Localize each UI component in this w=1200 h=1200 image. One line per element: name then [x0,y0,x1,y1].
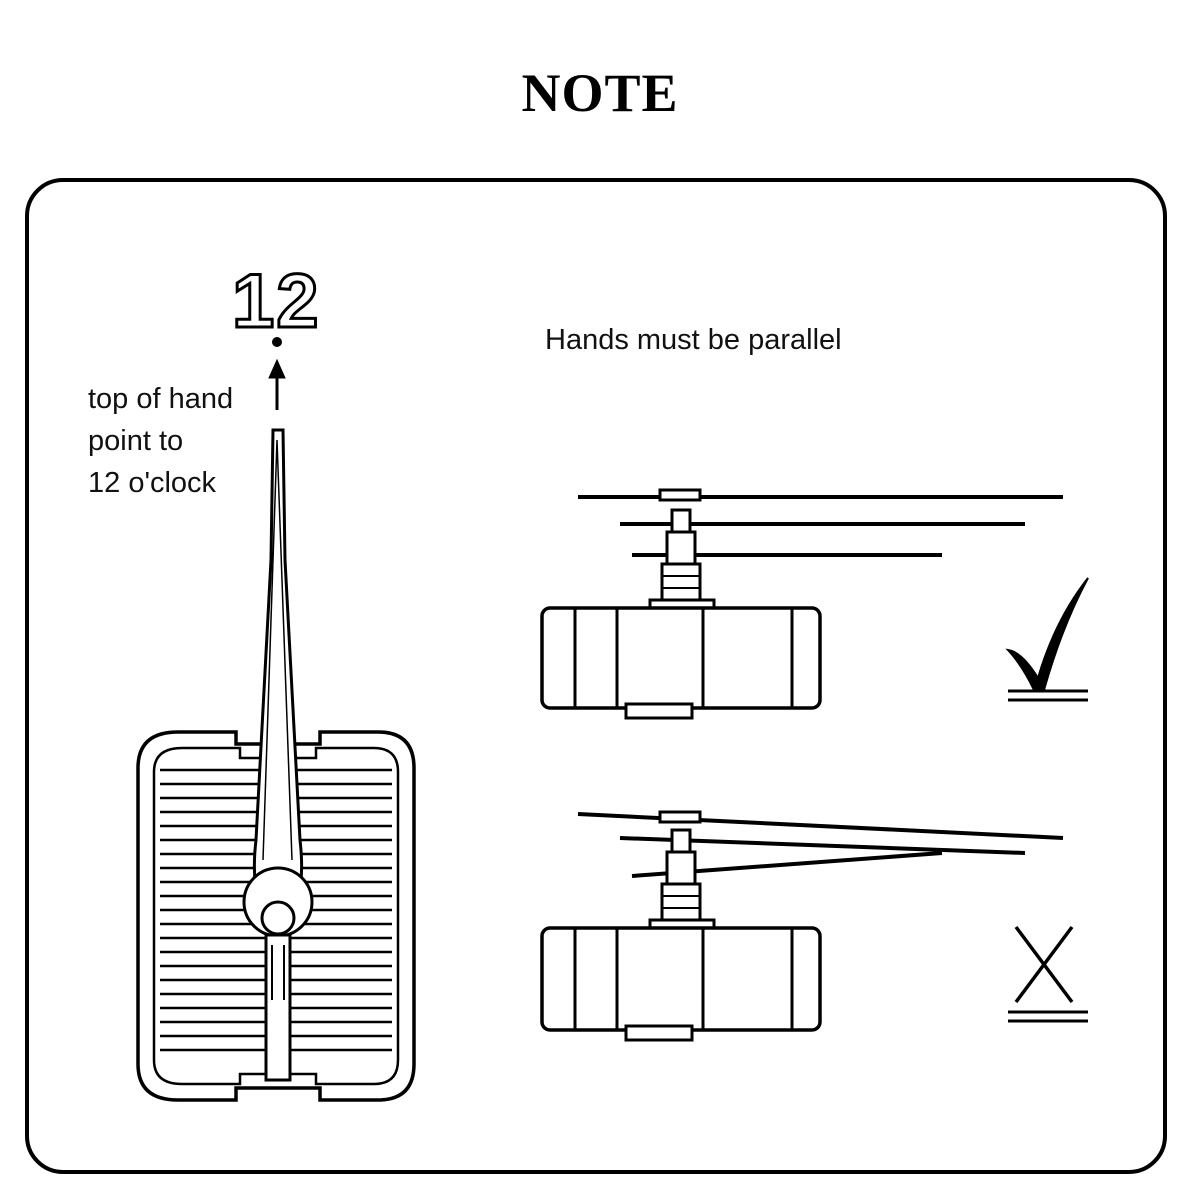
instruction-line-2: point to [88,425,184,457]
twelve-label: 12 [231,258,321,346]
pointing-arrow [268,337,286,410]
movement-side-correct [540,488,1063,720]
instruction-line-3: 12 o'clock [88,467,217,499]
check-mark-icon [1005,577,1089,702]
movement-side-wrong [540,810,1064,1042]
instruction-line-1: top of hand [88,383,234,415]
clock-hand [242,428,314,1082]
hand-instruction: top of hand point to 12 o'clock [88,378,308,504]
x-mark-icon [1008,925,1088,1023]
page-title: NOTE [521,63,679,123]
parallel-note: Hands must be parallel [545,324,842,356]
